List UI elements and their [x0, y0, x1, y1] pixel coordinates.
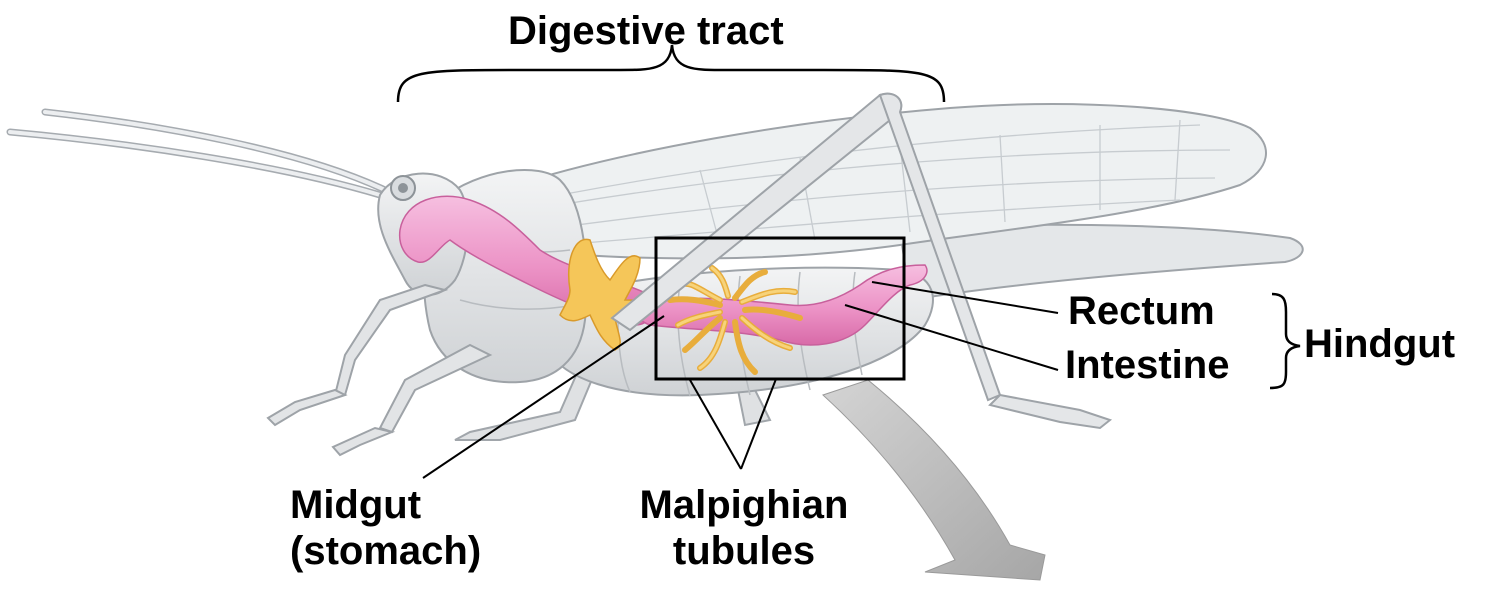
antennae [10, 112, 385, 195]
midgut-label-line2: (stomach) [290, 528, 530, 574]
malpighian-label: Malpighian tubules [611, 482, 877, 574]
hindgut-brace [1270, 294, 1300, 388]
rectum-label: Rectum [1068, 288, 1215, 334]
hindgut-label: Hindgut [1304, 321, 1455, 367]
malpighian-label-line2: tubules [611, 528, 877, 574]
midgut-label: Midgut (stomach) [290, 482, 530, 574]
malpighian-label-line1: Malpighian [611, 482, 877, 528]
intestine-label: Intestine [1065, 342, 1229, 388]
digestive-tract-label: Digestive tract [508, 8, 784, 54]
midgut-label-line1: Midgut [290, 482, 530, 528]
